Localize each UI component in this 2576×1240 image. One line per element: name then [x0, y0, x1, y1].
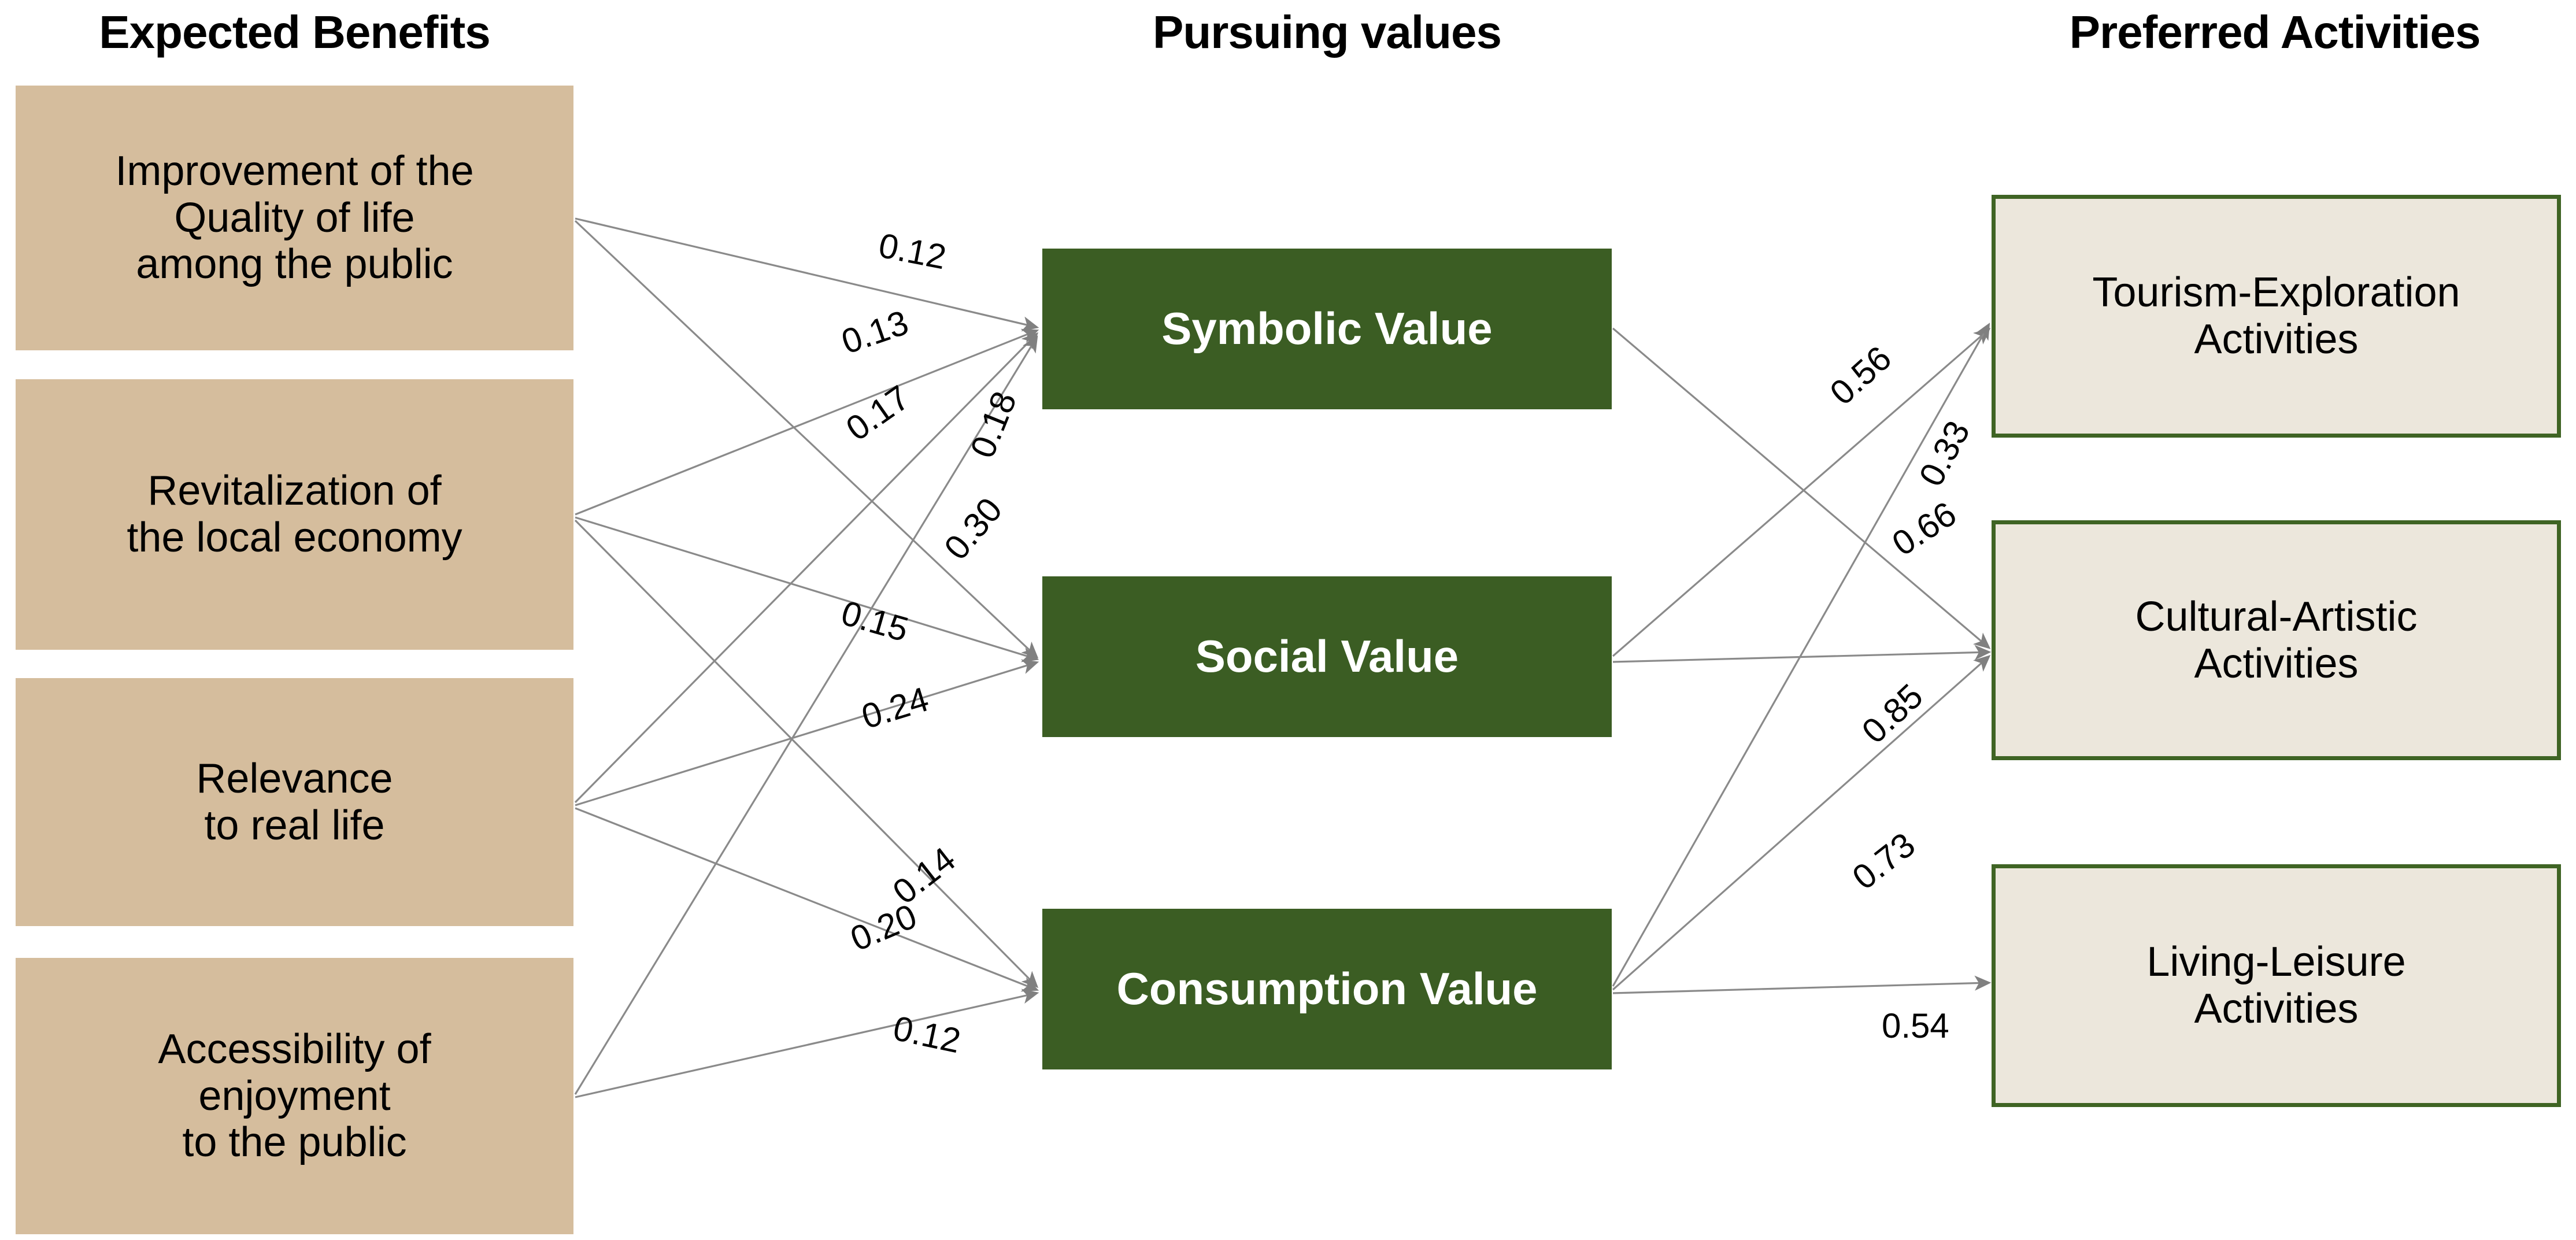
node-label: Living-Leisure Activities: [2146, 939, 2406, 1032]
edge-v1-a2: [1612, 327, 1991, 649]
edge-b1-v2: [574, 220, 1039, 659]
node-label: Improvement of the Quality of life among…: [115, 148, 474, 288]
node-benefit-local-economy[interactable]: Revitalization of the local economy: [16, 379, 573, 650]
node-label: Revitalization of the local economy: [127, 468, 462, 561]
node-label: Social Value: [1195, 631, 1459, 682]
edge-b1-v1: [575, 217, 1039, 332]
node-activity-living-leisure[interactable]: Living-Leisure Activities: [1992, 864, 2561, 1107]
node-benefit-relevance-real-life[interactable]: Relevance to real life: [16, 678, 573, 926]
node-benefit-quality-of-life[interactable]: Improvement of the Quality of life among…: [16, 86, 573, 350]
edge-v3-a3: [1612, 975, 1992, 994]
edge-b2-v3: [574, 519, 1039, 989]
node-value-social[interactable]: Social Value: [1042, 576, 1612, 737]
edge-v3-a1: [1612, 323, 1990, 987]
node-label: Accessibility of enjoyment to the public: [158, 1026, 431, 1166]
node-activity-cultural-artistic[interactable]: Cultural-Artistic Activities: [1992, 520, 2561, 760]
header-expected-benefits: Expected Benefits: [99, 6, 491, 58]
node-label: Relevance to real life: [196, 755, 393, 849]
edge-b4-v1: [574, 335, 1038, 1095]
node-label: Symbolic Value: [1161, 303, 1493, 354]
node-label: Cultural-Artistic Activities: [2135, 593, 2418, 687]
header-preferred-activities: Preferred Activities: [2069, 6, 2481, 58]
edge-b3-v1: [574, 332, 1039, 804]
edge-b2-v1: [575, 328, 1039, 516]
node-value-consumption[interactable]: Consumption Value: [1042, 909, 1612, 1069]
node-value-symbolic[interactable]: Symbolic Value: [1042, 249, 1612, 409]
header-pursuing-values: Pursuing values: [1153, 6, 1502, 58]
node-label: Consumption Value: [1116, 963, 1538, 1015]
edge-label-v3-a3: 0.54: [1882, 1006, 1949, 1045]
node-activity-tourism-exploration[interactable]: Tourism-Exploration Activities: [1992, 195, 2561, 438]
edge-v2-a1: [1612, 328, 1991, 657]
edge-b3-v2: [575, 659, 1039, 806]
edge-b4-v3: [575, 989, 1039, 1098]
node-benefit-accessibility-enjoyment[interactable]: Accessibility of enjoyment to the public: [16, 958, 573, 1234]
node-label: Tourism-Exploration Activities: [2092, 269, 2460, 362]
edge-v3-a2: [1612, 655, 1991, 991]
edge-b2-v2: [575, 516, 1039, 662]
edge-b3-v3: [575, 807, 1039, 992]
